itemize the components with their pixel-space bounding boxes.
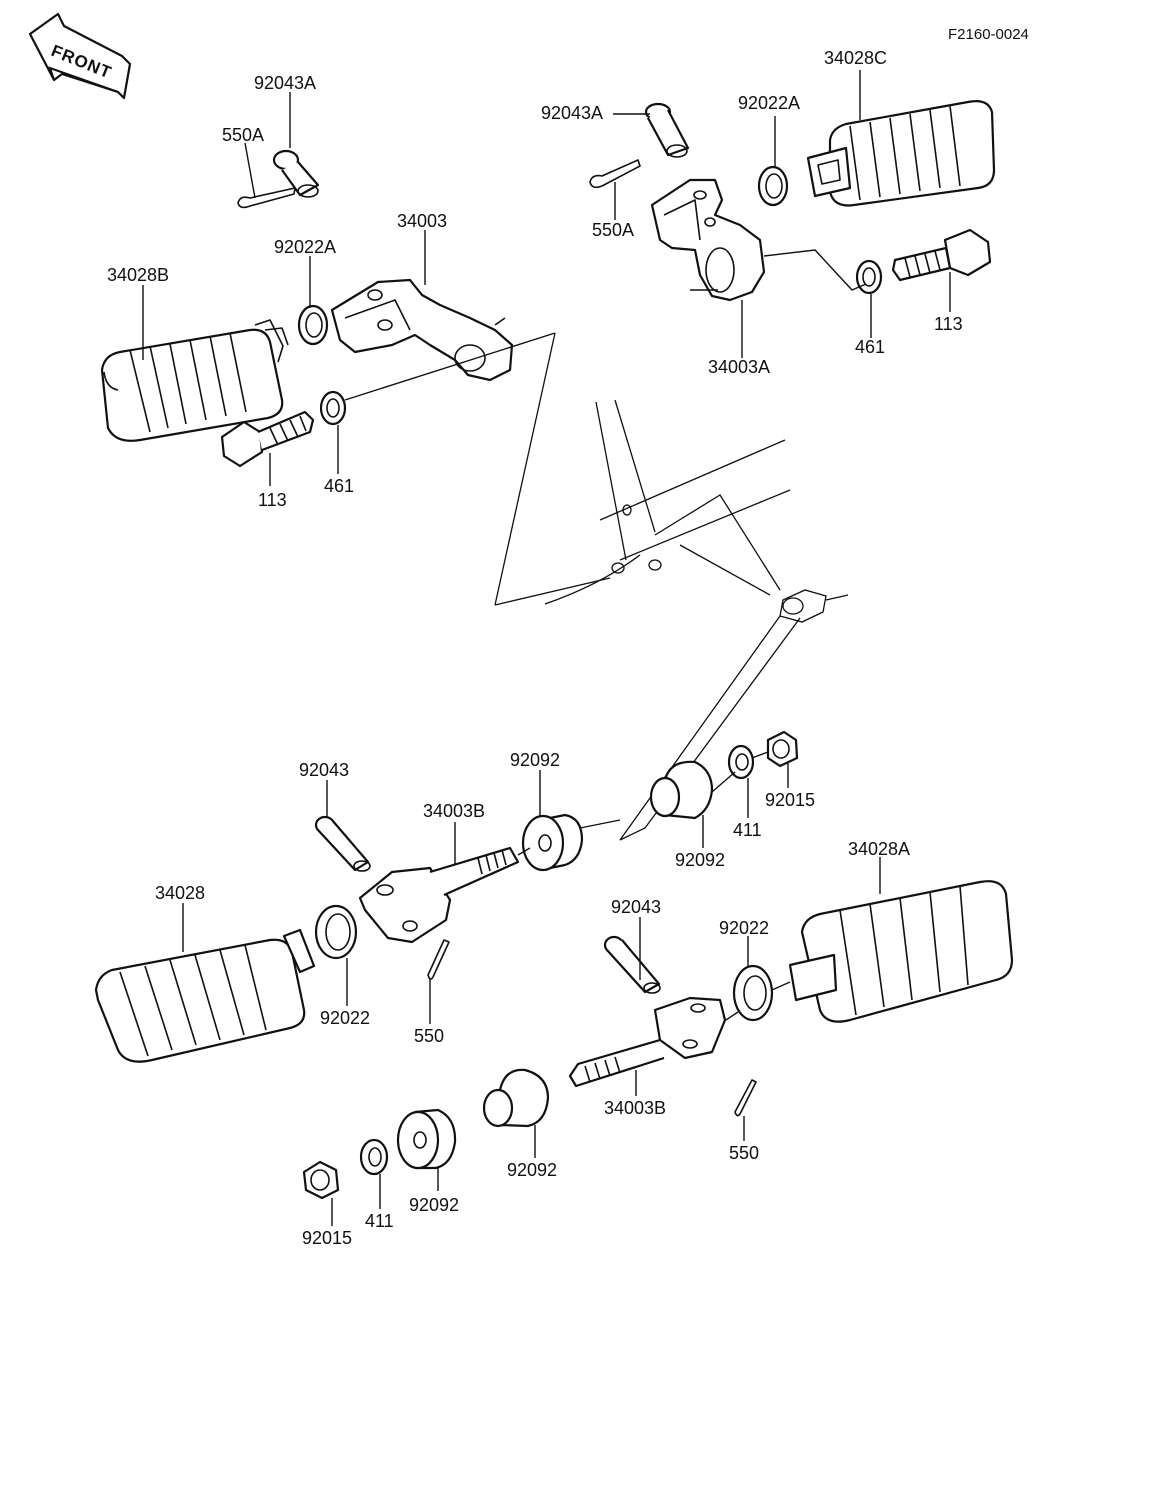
cotter-pin-550-left [427, 939, 450, 980]
footpeg-34028 [94, 928, 316, 1063]
washer-411-left [359, 1138, 389, 1176]
label-34028a: 34028A [848, 839, 910, 859]
label-92043-left: 92043 [299, 760, 349, 780]
leader-lines [142, 70, 951, 1226]
label-34003a: 34003A [708, 357, 770, 377]
bushing-92092-b [649, 760, 714, 820]
clevis-pin-92043a-left [272, 149, 320, 198]
label-92043-right: 92043 [611, 897, 661, 917]
label-113-right: 113 [934, 314, 963, 334]
label-92015-right: 92015 [765, 790, 815, 810]
bracket-34003a [650, 178, 766, 302]
label-34003b-left: 34003B [423, 801, 485, 821]
clevis-pin-92043a-right [644, 102, 690, 158]
label-461-left: 461 [324, 476, 354, 496]
washer-92022a-left [297, 304, 329, 346]
label-550a-left: 550A [222, 125, 264, 145]
label-92022-left: 92022 [320, 1008, 370, 1028]
label-92092-a: 92092 [510, 750, 560, 770]
cotter-pin-550a-left [237, 187, 296, 209]
cotter-pin-550-right [734, 1079, 757, 1117]
washer-411-right [727, 744, 755, 780]
frame-section [494, 332, 849, 841]
washer-92022-left [314, 904, 358, 960]
label-92022a-left: 92022A [274, 237, 336, 257]
lock-washer-461-left [319, 390, 347, 426]
label-92092-c: 92092 [507, 1160, 557, 1180]
clevis-34003b-left [358, 846, 520, 944]
label-550-right: 550 [729, 1143, 759, 1163]
bracket-34003 [330, 278, 514, 382]
nut-92015-left [302, 1160, 340, 1200]
lock-washer-461-right [855, 259, 883, 295]
label-92092-d: 92092 [409, 1195, 459, 1215]
label-34028c: 34028C [824, 48, 887, 68]
bolt-113-left [220, 410, 315, 468]
clevis-pin-92043-left [314, 815, 371, 872]
washer-92022a-right [757, 165, 789, 207]
label-34028b: 34028B [107, 265, 169, 285]
label-461-right: 461 [855, 337, 885, 357]
bolt-113-right [891, 228, 992, 282]
label-113-left: 113 [258, 490, 287, 510]
part-labels: 92043A 550A 92022A 34003 34028B 113 461 … [107, 48, 963, 1248]
label-411-right: 411 [733, 820, 762, 840]
label-550a-right: 550A [592, 220, 634, 240]
cotter-pin-550a-right [589, 159, 641, 189]
reference-code: F2160-0024 [948, 26, 1029, 43]
label-92015-left: 92015 [302, 1228, 352, 1248]
footpeg-34028c [806, 100, 996, 207]
bushing-92092-c [482, 1068, 550, 1128]
bushing-92092-d [396, 1108, 457, 1170]
footpeg-34028b [100, 319, 289, 442]
nut-92015-right [766, 730, 799, 768]
footpeg-34028a [788, 880, 1014, 1023]
label-92043a-right: 92043A [541, 103, 603, 123]
washer-92022-right [732, 964, 774, 1022]
label-550-left: 550 [414, 1026, 444, 1046]
label-34003b-right: 34003B [604, 1098, 666, 1118]
label-92022-right: 92022 [719, 918, 769, 938]
clevis-pin-92043-right [603, 935, 661, 994]
label-92092-b: 92092 [675, 850, 725, 870]
label-34003: 34003 [397, 211, 447, 231]
clevis-34003b-right [568, 996, 727, 1088]
label-92043a-left: 92043A [254, 73, 316, 93]
label-411-left: 411 [365, 1211, 394, 1231]
label-34028: 34028 [155, 883, 205, 903]
bushing-92092-a [521, 813, 584, 872]
front-arrow-icon: FRONT [28, 12, 132, 100]
label-92022a-right: 92022A [738, 93, 800, 113]
